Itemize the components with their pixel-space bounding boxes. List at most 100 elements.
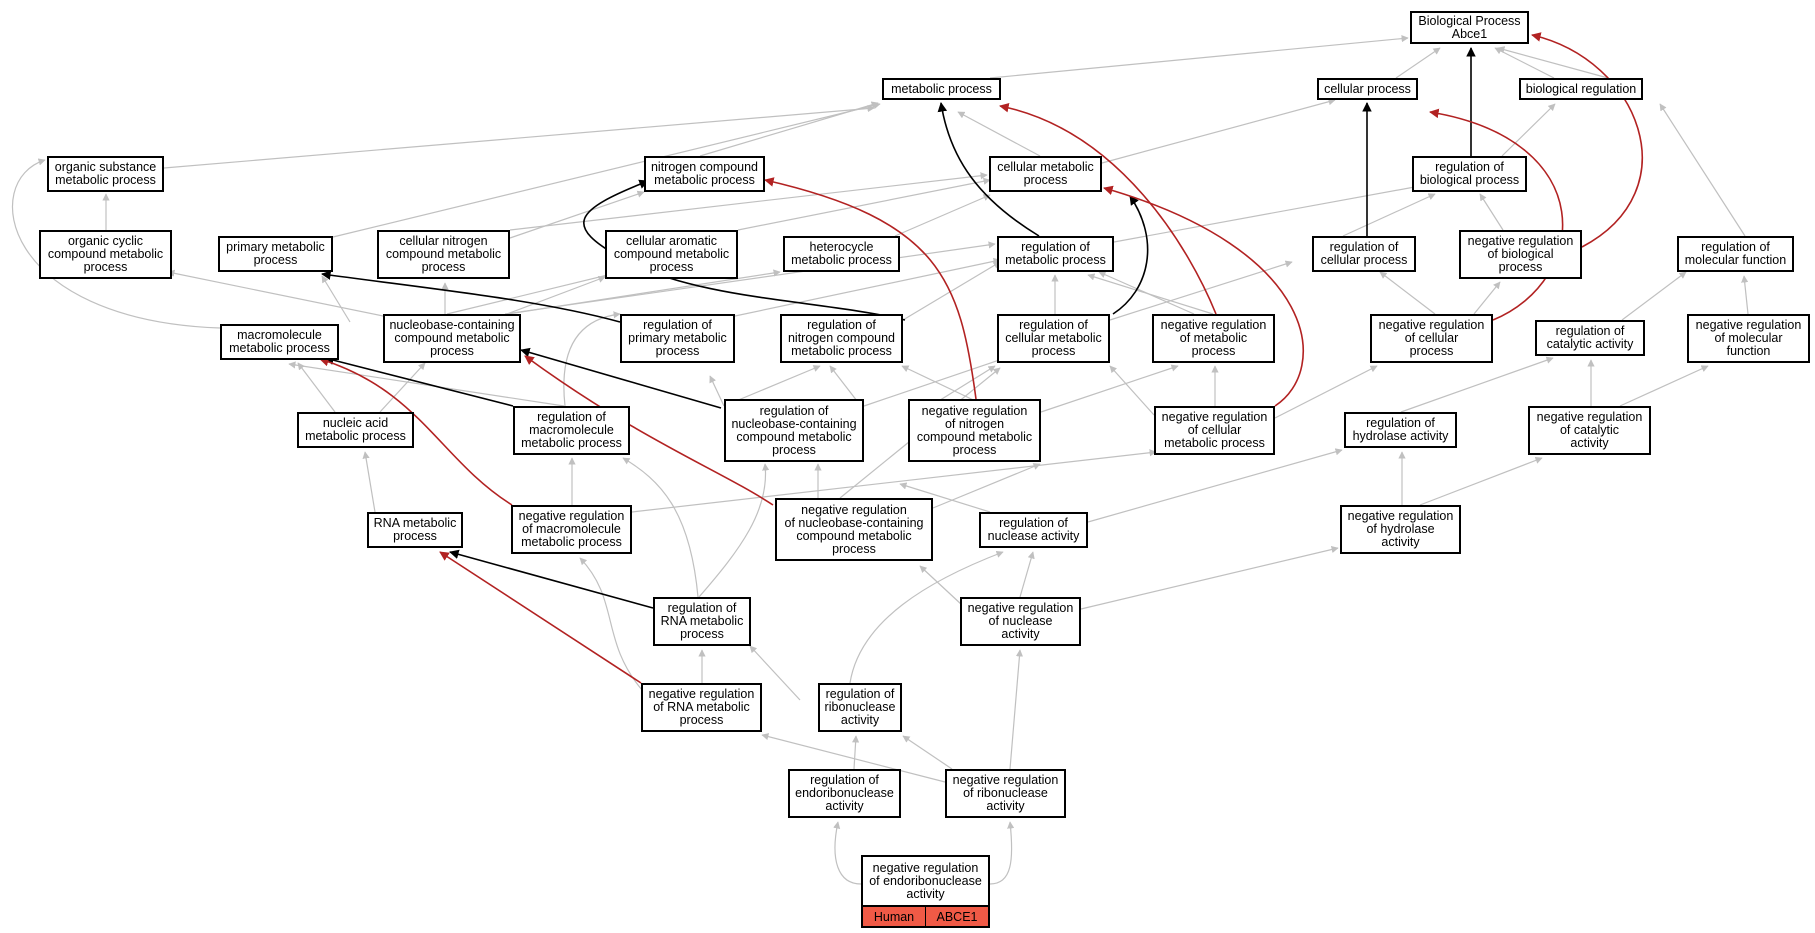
node-negative-regulation-of-cellular-metabolic-process[interactable]: negative regulation of cellular metaboli… xyxy=(1154,406,1275,455)
is-a-edge-76 xyxy=(1009,649,1024,770)
node-macromolecule-metabolic-process[interactable]: macromolecule metabolic process xyxy=(220,324,339,360)
node-cellular-nitrogen-compound-metabolic-process[interactable]: cellular nitrogen compound metabolic pro… xyxy=(377,230,510,279)
negative-regulation-edge-89 xyxy=(1429,108,1564,321)
node-organic-substance-metabolic-process[interactable]: organic substance metabolic process xyxy=(47,156,164,192)
is-a-edge-6 xyxy=(957,111,1041,157)
is-a-edge-23 xyxy=(446,270,621,315)
is-a-edge-47 xyxy=(1109,365,1155,416)
negative-regulation-edge-92 xyxy=(764,177,977,400)
negative-regulation-edge-95 xyxy=(439,551,642,684)
node-negative-regulation-of-ribonuclease-activity[interactable]: negative regulation of ribonuclease acti… xyxy=(945,769,1066,818)
node-negative-regulation-of-nucleobase-containing-compound-metabolic-process[interactable]: negative regulation of nucleobase-contai… xyxy=(775,498,933,561)
node-regulation-of-ribonuclease-activity[interactable]: regulation of ribonuclease activity xyxy=(818,683,902,732)
node-nucleic-acid-metabolic-process[interactable]: nucleic acid metabolic process xyxy=(297,412,414,448)
is-a-edge-77 xyxy=(833,821,862,885)
node-regulation-of-nucleobase-containing-compound-metabolic-process[interactable]: regulation of nucleobase-containing comp… xyxy=(724,399,864,462)
node-regulation-of-nuclease-activity[interactable]: regulation of nuclease activity xyxy=(979,512,1088,548)
node-negative-regulation-of-cellular-process[interactable]: negative regulation of cellular process xyxy=(1370,314,1493,363)
is-a-edge-56 xyxy=(631,449,1157,513)
is-a-edge-70 xyxy=(749,645,801,701)
is-a-edge-12 xyxy=(509,172,988,231)
is-a-edge-1 xyxy=(1395,47,1441,79)
negative-regulation-edge-88 xyxy=(1531,32,1643,248)
node-regulation-of-molecular-function[interactable]: regulation of molecular function xyxy=(1677,236,1794,272)
is-a-edge-8 xyxy=(1501,103,1556,157)
node-negative-regulation-of-biological-process[interactable]: negative regulation of biological proces… xyxy=(1459,230,1582,279)
node-biological-process[interactable]: Biological Process Abce1 xyxy=(1410,11,1529,44)
node-regulation-of-cellular-process[interactable]: regulation of cellular process xyxy=(1312,236,1416,272)
part-of-edge-84 xyxy=(321,270,621,323)
is-a-edge-49 xyxy=(1274,365,1378,419)
node-regulation-of-primary-metabolic-process[interactable]: regulation of primary metabolic process xyxy=(620,314,735,363)
node-cellular-aromatic-compound-metabolic-process[interactable]: cellular aromatic compound metabolic pro… xyxy=(605,230,738,279)
node-regulation-of-catalytic-activity[interactable]: regulation of catalytic activity xyxy=(1535,320,1645,356)
negative-regulation-edge-90 xyxy=(999,102,1217,315)
is-a-edge-11 xyxy=(509,190,645,239)
is-a-edge-54 xyxy=(362,451,376,513)
node-regulation-of-rna-metabolic-process[interactable]: regulation of RNA metabolic process xyxy=(653,597,751,646)
is-a-edge-32 xyxy=(1098,271,1195,315)
is-a-edge-74 xyxy=(902,735,953,770)
node-negative-regulation-of-catalytic-activity[interactable]: negative regulation of catalytic activit… xyxy=(1528,406,1651,455)
node-rna-metabolic-process[interactable]: RNA metabolic process xyxy=(367,512,463,548)
part-of-edge-82 xyxy=(1112,195,1149,315)
is-a-edge-40 xyxy=(709,375,725,407)
is-a-edge-73 xyxy=(852,735,860,770)
node-biological-regulation[interactable]: biological regulation xyxy=(1519,78,1643,100)
node-regulation-of-cellular-metabolic-process[interactable]: regulation of cellular metabolic process xyxy=(997,314,1110,363)
is-a-edge-75 xyxy=(761,733,946,783)
part-of-edge-87 xyxy=(449,549,654,609)
node-negative-regulation-of-macromolecule-metabolic-process[interactable]: negative regulation of macromolecule met… xyxy=(511,505,632,554)
node-organic-cyclic-compound-metabolic-process[interactable]: organic cyclic compound metabolic proces… xyxy=(39,230,172,279)
is-a-edge-4 xyxy=(163,104,875,169)
node-cellular-metabolic-process[interactable]: cellular metabolic process xyxy=(989,156,1102,192)
is-a-edge-78 xyxy=(989,821,1015,885)
node-nucleobase-containing-compound-metabolic-process[interactable]: nucleobase-containing compound metabolic… xyxy=(383,314,521,363)
node-negative-regulation-of-rna-metabolic-process[interactable]: negative regulation of RNA metabolic pro… xyxy=(641,683,762,732)
is-a-edge-26 xyxy=(504,241,996,315)
is-a-edge-24 xyxy=(506,275,606,315)
is-a-edge-65 xyxy=(622,457,699,598)
is-a-edge-46 xyxy=(1040,364,1179,413)
node-cellular-process[interactable]: cellular process xyxy=(1317,78,1418,100)
node-negative-regulation-of-molecular-function[interactable]: negative regulation of molecular functio… xyxy=(1687,314,1810,363)
node-regulation-of-macromolecule-metabolic-process[interactable]: regulation of macromolecule metabolic pr… xyxy=(513,406,630,455)
node-regulation-of-metabolic-process[interactable]: regulation of metabolic process xyxy=(997,236,1114,272)
negative-regulation-edge-93 xyxy=(524,355,774,506)
is-a-edge-39 xyxy=(288,361,565,407)
is-a-edge-30 xyxy=(1109,260,1293,321)
node-regulation-of-biological-process[interactable]: regulation of biological process xyxy=(1412,156,1527,192)
is-a-edge-7 xyxy=(1101,98,1336,164)
node-metabolic-process[interactable]: metabolic process xyxy=(882,78,1001,100)
is-a-edge-66 xyxy=(1019,551,1035,598)
is-a-edge-17 xyxy=(1479,193,1504,231)
is-a-edge-67 xyxy=(1080,545,1339,610)
is-a-edge-68 xyxy=(919,565,963,606)
node-primary-metabolic-process[interactable]: primary metabolic process xyxy=(218,236,333,272)
negative-regulation-edge-94 xyxy=(319,356,513,506)
is-a-edge-43 xyxy=(863,351,1021,407)
node-negative-regulation-of-endoribonuclease-activity[interactable]: negative regulation of endoribonuclease … xyxy=(861,855,990,906)
node-negative-regulation-of-hydrolase-activity[interactable]: negative regulation of hydrolase activit… xyxy=(1340,505,1461,554)
species-label: Human xyxy=(873,909,915,924)
node-negative-regulation-of-nitrogen-compound-metabolic-process[interactable]: negative regulation of nitrogen compound… xyxy=(908,399,1041,462)
node-regulation-of-endoribonuclease-activity[interactable]: regulation of endoribonuclease activity xyxy=(788,769,901,818)
node-nitrogen-compound-metabolic-process[interactable]: nitrogen compound metabolic process xyxy=(644,156,765,192)
is-a-edge-72 xyxy=(849,550,1004,684)
is-a-edge-19 xyxy=(11,158,221,329)
is-a-edge-52 xyxy=(1619,365,1709,407)
node-negative-regulation-of-metabolic-process[interactable]: negative regulation of metabolic process xyxy=(1152,314,1275,363)
is-a-edge-58 xyxy=(932,463,1041,509)
is-a-edge-34 xyxy=(1473,281,1501,315)
is-a-edge-2 xyxy=(1494,47,1555,79)
is-a-edge-28 xyxy=(902,261,1001,321)
is-a-edge-14 xyxy=(894,194,991,237)
node-regulation-of-hydrolase-activity[interactable]: regulation of hydrolase activity xyxy=(1344,412,1457,448)
node-heterocycle-metabolic-process[interactable]: heterocycle metabolic process xyxy=(783,236,900,272)
is-a-edge-18 xyxy=(1659,103,1746,237)
is-a-edge-63 xyxy=(1419,456,1543,506)
node-regulation-of-nitrogen-compound-metabolic-process[interactable]: regulation of nitrogen compound metaboli… xyxy=(780,314,903,363)
node-negative-regulation-of-nuclease-activity[interactable]: negative regulation of nuclease activity xyxy=(960,597,1081,646)
is-a-edge-27 xyxy=(734,257,1001,317)
